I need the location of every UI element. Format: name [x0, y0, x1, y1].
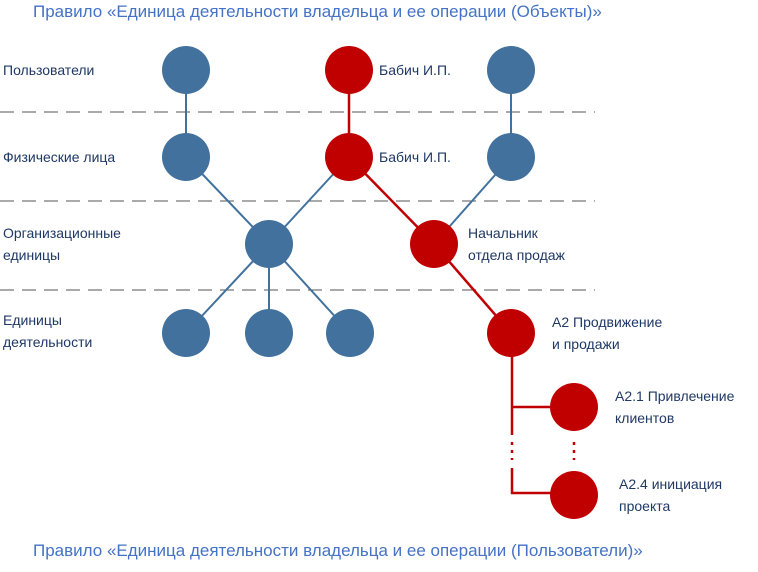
node-label-line: проекта: [619, 498, 671, 514]
node-label-user: Бабич И.П.: [379, 62, 451, 78]
title-bottom: Правило «Единица деятельности владельца …: [33, 541, 643, 560]
row-label-line: единицы: [3, 247, 61, 263]
red-edges: [347, 70, 576, 495]
row-label-units: Единицы деятельности: [3, 309, 92, 353]
row-label-org-units: Организационные единицы: [3, 222, 121, 266]
node-label-op4: А2.4 инициация проекта: [619, 473, 722, 517]
blue-nodes: [162, 46, 535, 357]
node-label-line: клиентов: [615, 410, 675, 426]
row-label-line: деятельности: [3, 334, 93, 350]
row-label-persons: Физические лица: [3, 149, 116, 165]
node-label-unit: А2 Продвижение и продажи: [552, 311, 662, 355]
row-label-line: Организационные: [3, 225, 121, 241]
node-label-line: А2 Продвижение: [552, 314, 663, 330]
node-label-line: А2.1 Привлечение: [615, 388, 735, 404]
row-label-line: Единицы: [3, 312, 62, 328]
node-label-org: Начальник отдела продаж: [468, 222, 565, 266]
node-label-line: и продажи: [552, 336, 620, 352]
row-label-users: Пользователи: [3, 62, 95, 78]
node-label-line: отдела продаж: [468, 247, 565, 263]
row-separators: [0, 111, 595, 291]
node-label-line: Начальник: [468, 225, 538, 241]
red-nodes: [325, 46, 598, 519]
node-label-line: А2.4 инициация: [619, 476, 723, 492]
title-top: Правило «Единица деятельности владельца …: [33, 2, 602, 21]
node-label-person: Бабич И.П.: [379, 149, 451, 165]
node-label-op1: А2.1 Привлечение клиентов: [615, 385, 734, 429]
